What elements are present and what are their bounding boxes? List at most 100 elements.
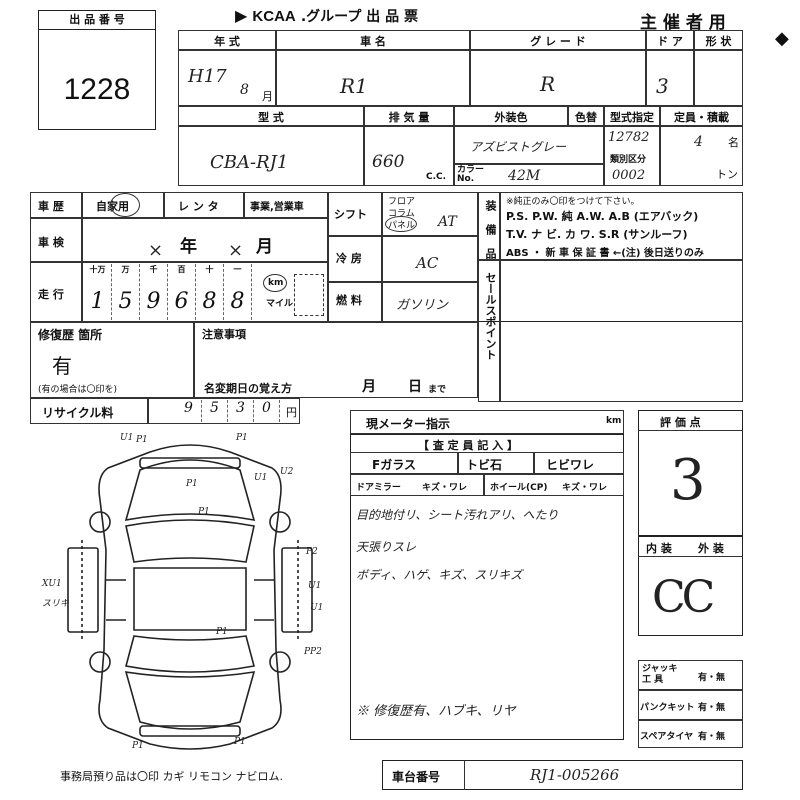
rear-window [125,635,255,673]
repair-note: (有の場合は〇印を) [38,385,118,395]
mileage-digit-header: 百 [177,265,186,274]
inspection-month: × [228,240,244,261]
equipment-label-cell [478,192,500,260]
fuel-label-cell [328,282,382,322]
mark-7: U1 [308,581,321,591]
mirror-cell [350,474,484,496]
color-change-label: 色替 [575,111,597,124]
row1-header-carname [276,30,470,50]
history-business: 事業,営業車 [250,202,304,213]
spare-label: スペアタイヤ [640,732,694,742]
mileage-digit-col: 十万 1 [84,264,112,320]
fuel-label: 燃 料 [336,294,362,307]
ac-value: AC [416,254,439,272]
mileage-digit-header: 千 [149,265,158,274]
spare-row [638,720,743,748]
mark-1: P1 [235,433,248,443]
car-outline [98,444,282,750]
mark-5: P1 [197,507,210,517]
row2-header-colorchange [568,106,604,126]
capacity: 4 [694,134,703,150]
chassis-number: RJ1-005266 [530,766,620,784]
meter-cell [350,410,624,434]
type-designation-cell [604,126,660,186]
model-label: 型 式 [258,111,284,124]
grade: R [540,72,556,96]
inspector-box [350,434,624,740]
mileage-digit: 1 [90,289,105,314]
score-divider [638,430,743,431]
row2-header-color [454,106,568,126]
name-change-month: 月 [362,379,376,395]
front-windshield [125,519,255,563]
private-circle [110,193,140,217]
year-label: 年 式 [214,35,240,48]
capacity-unit: 名 [728,136,739,149]
trunk [124,671,256,730]
mark-0: P1 [135,435,148,445]
listing-number: 1228 [63,73,131,106]
color-label: 外装色 [494,111,528,124]
car-damage-diagram: P1 P1 U2 P1 U1 P1 P2 U1 XU1 スリキ P1 PP2 P… [41,433,323,751]
jack-row [638,660,743,690]
inspector-note-2: 天張りスレ [356,540,417,554]
inspector-note-1: 目的地付リ、シート汚れアリ、へたり [356,508,559,522]
header: ▶ KCAA .グループ 出 品 票 [235,6,615,30]
model-cell [178,126,364,186]
mirror-label: ドアミラー [356,483,401,493]
caution-cell [194,322,478,398]
equipment-note: ※純正のみ〇印をつけて下さい。 [506,197,640,207]
interior-exterior-box [638,536,743,636]
inspector-note-3: ボディ、ハゲ、キズ、スリキズ [356,568,523,582]
displacement: 660 [372,152,405,172]
km-circle [263,274,287,292]
equipment-cell [500,192,743,260]
mark-2: U2 [280,467,294,477]
mark-6: P2 [305,547,318,557]
sales-point-cell [500,260,743,402]
type-designation-label: 型式指定 [610,111,654,124]
wheel-scratch: キズ・ワレ [562,483,608,493]
meter-label: 現メーター指示 [366,417,451,431]
history-label: 車 歴 [38,200,64,213]
name-change-until: まで [428,385,447,395]
mark-14: U1 [120,433,133,443]
year-cell [178,50,276,106]
puncture-row [638,690,743,720]
inspector-title: 【 査 定 員 記 入 】 [418,439,518,452]
cc-unit: C.C. [426,172,447,182]
jack-label: ジャッキ 工 具 [642,664,678,685]
rear-left-wheel [89,651,111,673]
recycle-digit: 0 [254,400,280,422]
kcaa-logo: KCAA [252,8,296,25]
mark-11: PP2 [303,647,322,657]
chassis-box [382,760,743,790]
inspection-month-unit: 月 [256,237,273,257]
capacity-label: 定員・積載 [674,111,729,124]
shift-label: シフト [334,208,367,221]
recycle-label: リサイクル料 [42,406,114,420]
fuel-value-cell [382,282,478,322]
row1-header-grade [470,30,646,50]
repair-value: 有 [52,354,72,378]
capacity-cell [660,126,743,186]
shift-option-column: コラム [388,209,415,219]
car-name-label: 車 名 [360,35,386,48]
shift-option-floor: フロア [388,197,416,207]
mileage-digit-header: 万 [121,265,130,274]
chassis-label: 車台番号 [392,770,441,784]
sales-point-label-cell [478,260,500,402]
exterior-label: 外 装 [698,542,724,555]
mileage-label: 走 行 [38,288,64,301]
mileage-digit-header: 十万 [89,265,106,274]
year-era: H17 [188,66,227,87]
shift-value: AT [438,214,457,230]
mark-12: P1 [131,741,144,751]
inspection-year-unit: 年 [180,237,197,257]
mileage-label-cell [30,262,82,322]
